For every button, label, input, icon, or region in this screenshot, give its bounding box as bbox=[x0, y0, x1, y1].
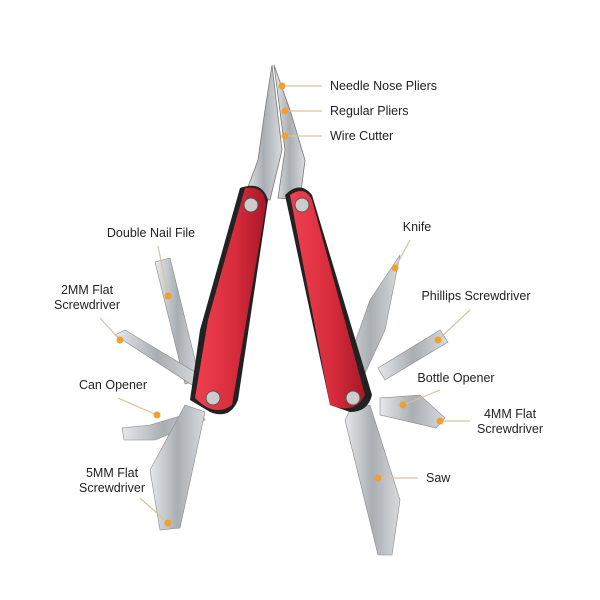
label-needle-nose-pliers: Needle Nose Pliers bbox=[330, 79, 437, 93]
label-line: Screwdriver bbox=[477, 422, 543, 436]
flat-screwdriver-5mm bbox=[149, 404, 206, 531]
label-knife: Knife bbox=[402, 220, 432, 234]
label-line: 2MM Flat bbox=[60, 283, 114, 297]
label-line: 4MM Flat bbox=[483, 407, 537, 421]
label-bottle-opener: Bottle Opener bbox=[417, 371, 495, 385]
callout-dots bbox=[116, 82, 444, 527]
bottle-opener bbox=[379, 394, 446, 429]
phillips-screwdriver bbox=[377, 329, 449, 381]
label-double-nail-file: Double Nail File bbox=[106, 226, 196, 240]
handle-right-red bbox=[290, 191, 365, 409]
label-wire-cutter: Wire Cutter bbox=[330, 129, 394, 143]
saw-blade bbox=[344, 404, 401, 556]
label-regular-pliers: Regular Pliers bbox=[330, 104, 409, 118]
label-line: Screwdriver bbox=[79, 481, 145, 495]
label-line: 5MM Flat bbox=[85, 466, 139, 480]
label-saw: Saw bbox=[426, 471, 451, 485]
label-line: Screwdriver bbox=[54, 298, 120, 312]
label-can-opener: Can Opener bbox=[78, 378, 148, 392]
leader-lines bbox=[99, 85, 471, 524]
label-phillips-screwdriver: Phillips Screwdriver bbox=[421, 289, 531, 303]
handle-left-red bbox=[195, 187, 266, 411]
